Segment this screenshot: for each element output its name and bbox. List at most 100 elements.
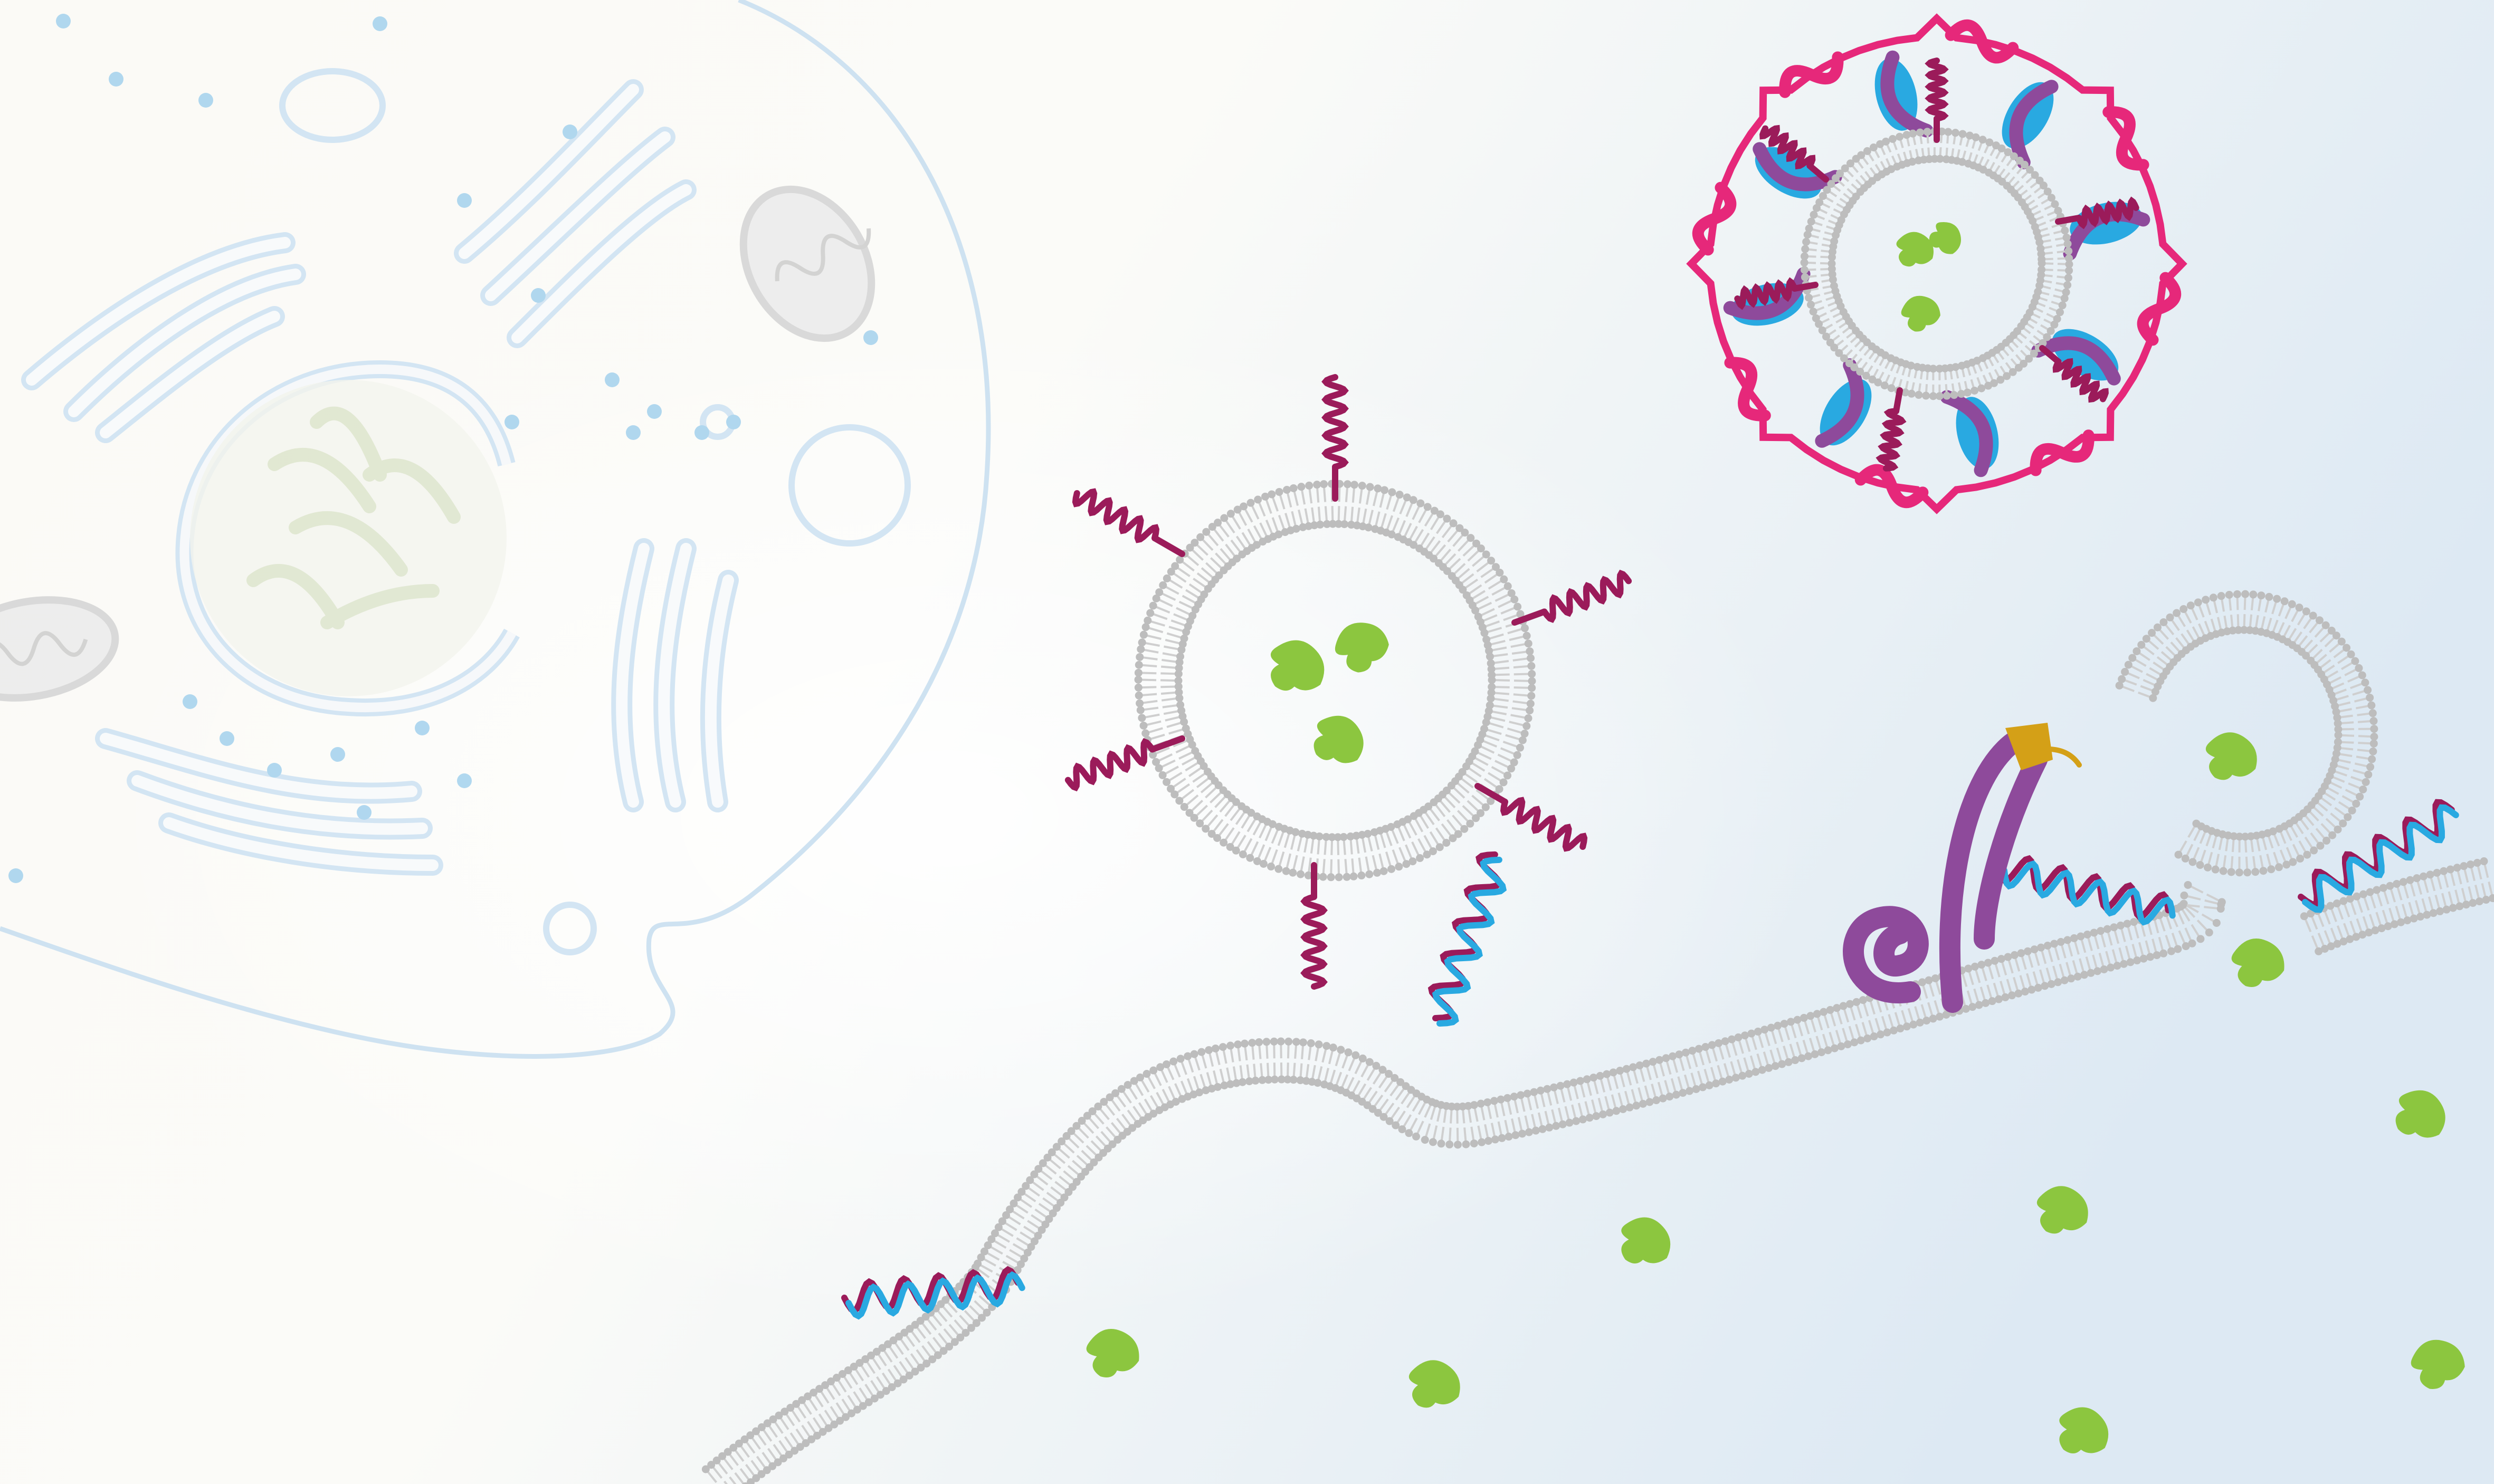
lipid-head bbox=[2370, 725, 2378, 733]
lipid-head bbox=[1233, 554, 1241, 563]
lipid-head bbox=[1836, 169, 1844, 178]
lipid-head bbox=[1339, 833, 1348, 841]
lipid-head bbox=[1725, 1075, 1734, 1084]
lipid-head bbox=[2186, 601, 2195, 610]
lipid-head bbox=[2202, 596, 2210, 604]
lipid-head bbox=[1196, 819, 1204, 828]
lipid-head bbox=[2065, 266, 2073, 275]
lipid-head bbox=[1578, 1115, 1587, 1124]
lipid-head bbox=[1184, 1052, 1192, 1060]
lipid-head bbox=[2063, 240, 2072, 248]
lipid-head bbox=[2315, 616, 2324, 625]
lipid-head bbox=[2051, 200, 2059, 208]
lipid-head bbox=[1659, 1094, 1667, 1103]
lipid-head bbox=[2326, 902, 2335, 910]
neurotransmitter-molecule-icon bbox=[2036, 1186, 2088, 1234]
lipid-head bbox=[972, 1319, 981, 1327]
lipid-head bbox=[1270, 1037, 1278, 1046]
lipid-head bbox=[1436, 510, 1444, 519]
lipid-head bbox=[1352, 831, 1360, 840]
lipid-head bbox=[1174, 682, 1183, 691]
lipid-head bbox=[1310, 521, 1319, 530]
lipid-head bbox=[2413, 874, 2421, 883]
lipid-head bbox=[1516, 610, 1525, 618]
lipid-head bbox=[1238, 802, 1246, 810]
lipid-head bbox=[1902, 1022, 1911, 1031]
lipid-head bbox=[1435, 843, 1444, 851]
lipid-head bbox=[1449, 834, 1457, 842]
lipid-head bbox=[1380, 486, 1388, 494]
lipid-head bbox=[1022, 1182, 1030, 1190]
lipid-head bbox=[1462, 1140, 1470, 1148]
lipid-head bbox=[1138, 714, 1146, 722]
clathrin-triskelion-icon bbox=[1779, 51, 1844, 98]
lipid-head bbox=[2442, 905, 2451, 914]
lipid-head bbox=[1213, 834, 1221, 842]
lipid-head bbox=[1484, 1137, 1492, 1145]
lipid-head bbox=[1820, 1008, 1828, 1016]
lipid-head bbox=[1859, 996, 1867, 1004]
lipid-head bbox=[1207, 830, 1216, 838]
lipid-head bbox=[2339, 937, 2348, 946]
lipid-head bbox=[1239, 1078, 1247, 1086]
lipid-head bbox=[1395, 491, 1404, 499]
vesicle-dot-icon bbox=[457, 773, 472, 788]
lipid-head bbox=[1347, 521, 1355, 529]
lipid-head bbox=[1497, 1095, 1505, 1104]
lipid-head bbox=[1503, 1094, 1511, 1102]
lipid-head bbox=[1498, 1134, 1506, 1142]
lipid-head bbox=[1996, 376, 2005, 384]
plasma-membrane-icon bbox=[701, 857, 2494, 1484]
lipid-head bbox=[2023, 947, 2032, 955]
lipid-head bbox=[1819, 192, 1827, 200]
neurotransmitter-molecule-icon bbox=[1896, 232, 1934, 267]
chromatin-strand bbox=[310, 406, 387, 482]
lipid-head bbox=[1016, 1260, 1025, 1268]
lipid-head bbox=[1480, 629, 1489, 637]
v-snare-helix-icon bbox=[1759, 125, 1816, 170]
lipid-head bbox=[2267, 865, 2276, 874]
lipid-head bbox=[1572, 1117, 1581, 1125]
lipid-head bbox=[1259, 859, 1268, 868]
lipid-head bbox=[2211, 865, 2220, 874]
adaptor-arm-icon bbox=[1753, 142, 1842, 192]
lipid-head bbox=[1385, 1117, 1394, 1125]
lipid-head bbox=[956, 1333, 965, 1342]
lipid-head bbox=[2371, 926, 2379, 935]
lipid-head bbox=[1039, 1159, 1047, 1167]
v-snare-helix-icon bbox=[1072, 488, 1160, 543]
lipid-head bbox=[2377, 924, 2386, 933]
vesicle-dot-icon bbox=[863, 330, 878, 345]
lipid-head bbox=[2475, 897, 2483, 906]
lipid-head bbox=[1883, 1028, 1891, 1037]
lipid-head bbox=[1482, 550, 1490, 559]
lipid-head bbox=[1916, 128, 1924, 137]
lipid-head bbox=[2320, 944, 2329, 953]
lipid-head bbox=[1094, 1102, 1102, 1110]
lipid-head bbox=[824, 1424, 833, 1432]
lipid-head bbox=[1327, 873, 1335, 882]
lipid-head bbox=[1322, 1042, 1331, 1050]
lipid-head bbox=[1202, 528, 1211, 536]
lipid-head bbox=[2482, 896, 2490, 904]
lipid-head bbox=[870, 1394, 879, 1403]
lipid-head bbox=[1284, 1037, 1293, 1046]
lipid-head bbox=[2379, 884, 2387, 892]
lipid-head bbox=[1558, 1120, 1567, 1128]
lipid-head bbox=[850, 1362, 858, 1371]
lipid-head bbox=[1699, 1083, 1707, 1092]
lipid-head bbox=[2265, 592, 2273, 601]
lipid-head bbox=[977, 1314, 986, 1322]
clathrin-triskelion-icon bbox=[2137, 272, 2182, 346]
lipid-head bbox=[1806, 301, 1815, 309]
lipid-head bbox=[2035, 281, 2044, 290]
lipid-head bbox=[1771, 1062, 1779, 1070]
lipid-head bbox=[962, 1329, 970, 1337]
lipid-head bbox=[2003, 372, 2011, 380]
lipid-head bbox=[2351, 657, 2359, 665]
lipid-head bbox=[1136, 699, 1144, 707]
lipid-head bbox=[1017, 1188, 1026, 1196]
lipid-head bbox=[724, 1448, 732, 1456]
v-snare-helix-icon bbox=[1064, 738, 1156, 792]
lipid-head bbox=[1784, 1058, 1793, 1066]
